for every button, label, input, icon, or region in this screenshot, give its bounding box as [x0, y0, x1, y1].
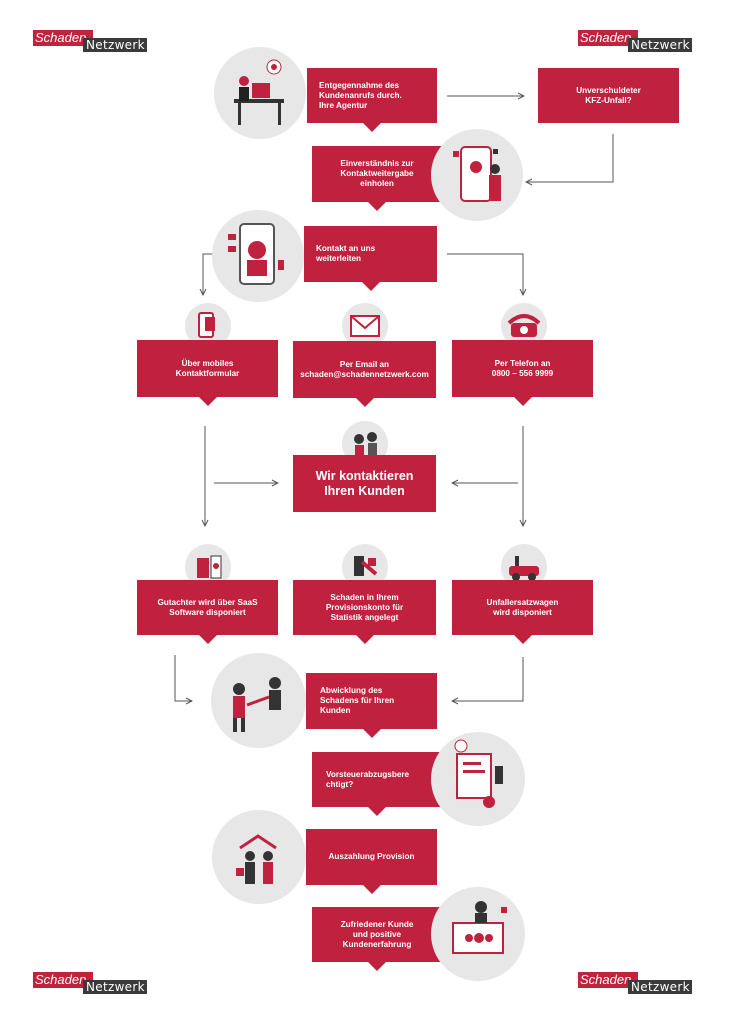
- happy-customer-illustration: [431, 887, 525, 981]
- arrow-s11-to-s12: [452, 657, 524, 701]
- step-telephone: Per Telefon an 0800 – 556 9999: [452, 340, 593, 406]
- step-consent: Einverständnis zur Kontaktweitergabe ein…: [312, 146, 442, 211]
- arrow-s4-to-s5: [203, 253, 213, 295]
- step-call-reception: Entgegennahme des Kundenanrufs durch. Ih…: [307, 68, 437, 132]
- step-claim-handling: Abwicklung des Schadens für Ihren Kunden: [306, 673, 437, 738]
- logo-part-schaden: Schaden: [33, 30, 93, 46]
- step-accident-question: Unverschuldeter KFZ-Unfall?: [538, 68, 679, 123]
- step-mobile-form: Über mobiles Kontaktformular: [137, 340, 278, 406]
- step-expert-dispatch: Gutachter wird über SaaS Software dispon…: [137, 580, 278, 644]
- step-commission-payout: Auszahlung Provision: [306, 829, 437, 894]
- step-rental-car: Unfallersatzwagen wird disponiert: [452, 580, 593, 644]
- logo-part-netzwerk: Netzwerk: [83, 980, 147, 994]
- agent-phone-call-illustration: [214, 47, 306, 139]
- step-we-contact-customer: Wir kontaktieren Ihren Kunden: [293, 455, 436, 512]
- arrow-s2-to-s3: [526, 134, 614, 182]
- claim-handling-illustration: [211, 653, 306, 748]
- logo-part-schaden: Schaden: [33, 972, 93, 988]
- commission-payout-illustration: [212, 810, 306, 904]
- step-forward-contact: Kontakt an uns weiterleiten: [304, 226, 437, 291]
- logo-part-netzwerk: Netzwerk: [628, 980, 692, 994]
- arrow-s9-to-s12: [174, 655, 192, 701]
- step-input-tax-question: Vorsteuerabzugsbere chtigt?: [312, 752, 442, 816]
- phone-consent-illustration: [431, 129, 523, 221]
- tax-document-illustration: [431, 732, 525, 826]
- step-email: Per Email an schaden@schadennetzwerk.com: [293, 341, 436, 407]
- arrow-s4-to-s7: [447, 253, 523, 295]
- logo-part-schaden: Schaden: [578, 30, 638, 46]
- logo-part-netzwerk: Netzwerk: [628, 38, 692, 52]
- logo-part-schaden: Schaden: [578, 972, 638, 988]
- forward-contact-illustration: [212, 210, 304, 302]
- step-happy-customer: Zufriedener Kunde und positive Kundenerf…: [312, 907, 442, 971]
- logo-part-netzwerk: Netzwerk: [83, 38, 147, 52]
- step-commission-account: Schaden in Ihrem Provisionskonto für Sta…: [293, 580, 436, 644]
